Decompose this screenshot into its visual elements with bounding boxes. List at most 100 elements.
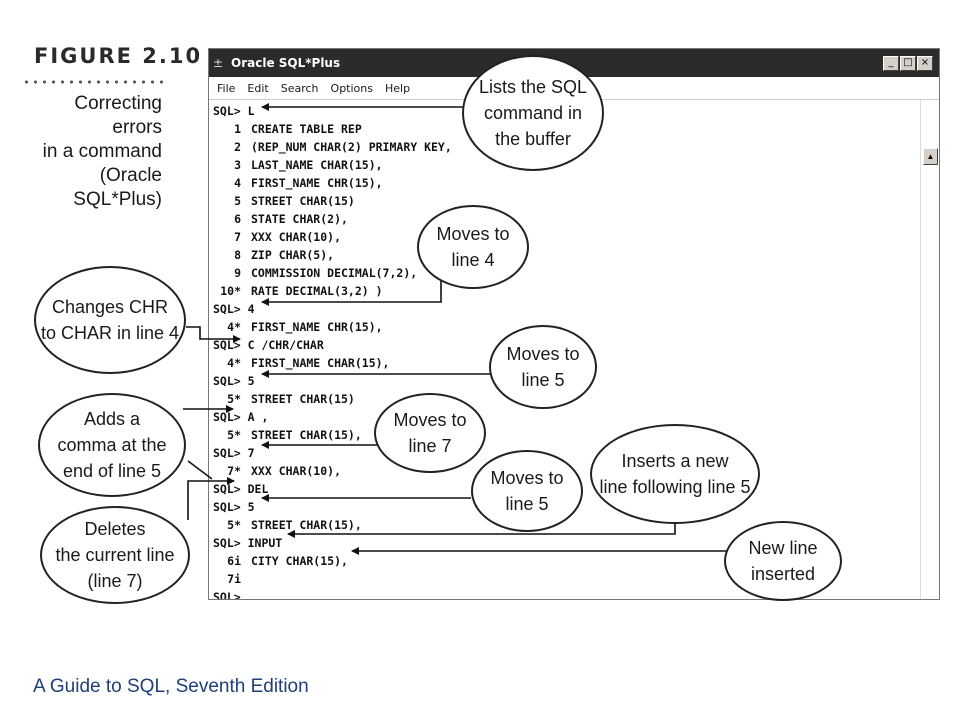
- line-number: 7: [234, 230, 241, 244]
- console-line: 8 ZIP CHAR(5),: [213, 246, 915, 264]
- sql-prompt-command: SQL> C /CHR/CHAR: [213, 338, 324, 352]
- line-number: 3: [234, 158, 241, 172]
- line-number: 5: [234, 194, 241, 208]
- buffer-line-text: STREET CHAR(15): [251, 194, 355, 208]
- console-line: 5* STREET CHAR(15): [213, 390, 915, 408]
- sql-prompt-command: SQL> 4: [213, 302, 255, 316]
- line-number: 1: [234, 122, 241, 136]
- console-line: 4 FIRST_NAME CHR(15),: [213, 174, 915, 192]
- buffer-line-text: CITY CHAR(15),: [251, 554, 348, 568]
- line-number: 7i: [227, 572, 241, 586]
- sql-prompt-command: SQL> INPUT: [213, 536, 283, 550]
- buffer-line-text: FIRST_NAME CHR(15),: [251, 176, 383, 190]
- buffer-line-text: STATE CHAR(2),: [251, 212, 348, 226]
- sql-prompt-command: SQL> 5: [213, 374, 255, 388]
- console-line: 4* FIRST_NAME CHAR(15),: [213, 354, 915, 372]
- sql-prompt-command: SQL> DEL: [213, 482, 269, 496]
- line-number: 4*: [227, 356, 241, 370]
- menu-help[interactable]: Help: [384, 81, 411, 95]
- line-number: 7*: [227, 464, 241, 478]
- figure-caption: Correcting errors in a command (Oracle S…: [20, 92, 162, 212]
- console-line: SQL> A ,: [213, 408, 915, 426]
- vertical-scrollbar[interactable]: ▲: [920, 100, 939, 599]
- line-number: 5*: [227, 428, 241, 442]
- caption-line: Correcting errors: [74, 93, 162, 138]
- buffer-line-text: (REP_NUM CHAR(2) PRIMARY KEY,: [251, 140, 452, 154]
- console-line: 4* FIRST_NAME CHR(15),: [213, 318, 915, 336]
- console-line: 10* RATE DECIMAL(3,2) ): [213, 282, 915, 300]
- footer-book-title: A Guide to SQL, Seventh Edition: [33, 676, 309, 697]
- menu-options[interactable]: Options: [330, 81, 373, 95]
- buffer-line-text: STREET CHAR(15),: [251, 518, 362, 532]
- line-number: 6i: [227, 554, 241, 568]
- buffer-line-text: FIRST_NAME CHR(15),: [251, 320, 383, 334]
- console-line: 9 COMMISSION DECIMAL(7,2),: [213, 264, 915, 282]
- buffer-line-text: LAST_NAME CHAR(15),: [251, 158, 383, 172]
- console-line: SQL>: [213, 588, 915, 600]
- buffer-line-text: RATE DECIMAL(3,2) ): [251, 284, 383, 298]
- console-line: 1 CREATE TABLE REP: [213, 120, 915, 138]
- console-line: SQL> L: [213, 102, 915, 120]
- oracle-sqlplus-icon: ±: [213, 56, 224, 70]
- buffer-line-text: XXX CHAR(10),: [251, 464, 342, 478]
- sql-prompt-command: SQL> 7: [213, 446, 255, 460]
- buffer-line-text: CREATE TABLE REP: [251, 122, 362, 136]
- console-line: SQL> INPUT: [213, 534, 915, 552]
- console-line: 3 LAST_NAME CHAR(15),: [213, 156, 915, 174]
- buffer-line-text: STREET CHAR(15),: [251, 428, 362, 442]
- line-number: 8: [234, 248, 241, 262]
- window-title: Oracle SQL*Plus: [231, 56, 341, 70]
- console-line: 5* STREET CHAR(15),: [213, 426, 915, 444]
- sql-prompt-command: SQL> A ,: [213, 410, 269, 424]
- line-number: 6: [234, 212, 241, 226]
- line-number: 10*: [220, 284, 241, 298]
- menu-file[interactable]: File: [217, 81, 236, 95]
- sql-prompt-command: SQL> L: [213, 104, 255, 118]
- console-line: 6 STATE CHAR(2),: [213, 210, 915, 228]
- sql-prompt-command: SQL> 5: [213, 500, 255, 514]
- dotted-divider: [22, 78, 167, 86]
- caption-line: SQL*Plus): [73, 189, 162, 210]
- buffer-line-text: XXX CHAR(10),: [251, 230, 342, 244]
- console-line: 7i: [213, 570, 915, 588]
- console-line: 7* XXX CHAR(10),: [213, 462, 915, 480]
- console-line: 7 XXX CHAR(10),: [213, 228, 915, 246]
- caption-line: in a command: [42, 141, 162, 162]
- console-line: SQL> 7: [213, 444, 915, 462]
- line-number: 4*: [227, 320, 241, 334]
- console-line: 2 (REP_NUM CHAR(2) PRIMARY KEY,: [213, 138, 915, 156]
- buffer-line-text: STREET CHAR(15): [251, 392, 355, 406]
- buffer-line-text: COMMISSION DECIMAL(7,2),: [251, 266, 418, 280]
- scroll-up-arrow-icon[interactable]: ▲: [923, 148, 938, 165]
- minimize-button[interactable]: _: [883, 55, 899, 71]
- buffer-line-text: FIRST_NAME CHAR(15),: [251, 356, 390, 370]
- figure-label: FIGURE 2.10: [34, 44, 203, 68]
- close-button[interactable]: ×: [917, 55, 933, 71]
- line-number: 5*: [227, 392, 241, 406]
- console-line: SQL> 5: [213, 372, 915, 390]
- menu-search[interactable]: Search: [280, 81, 319, 95]
- line-number: 5*: [227, 518, 241, 532]
- line-number: 4: [234, 176, 241, 190]
- sql-prompt-command: SQL>: [213, 590, 241, 600]
- buffer-line-text: ZIP CHAR(5),: [251, 248, 335, 262]
- maximize-button[interactable]: □: [900, 55, 916, 71]
- line-number: 2: [234, 140, 241, 154]
- menu-edit[interactable]: Edit: [247, 81, 269, 95]
- window-controls: _ □ ×: [883, 55, 933, 71]
- console-line: 5 STREET CHAR(15): [213, 192, 915, 210]
- console-line: 6i CITY CHAR(15),: [213, 552, 915, 570]
- line-number: 9: [234, 266, 241, 280]
- console-line: SQL> 4: [213, 300, 915, 318]
- caption-line: (Oracle: [99, 165, 162, 186]
